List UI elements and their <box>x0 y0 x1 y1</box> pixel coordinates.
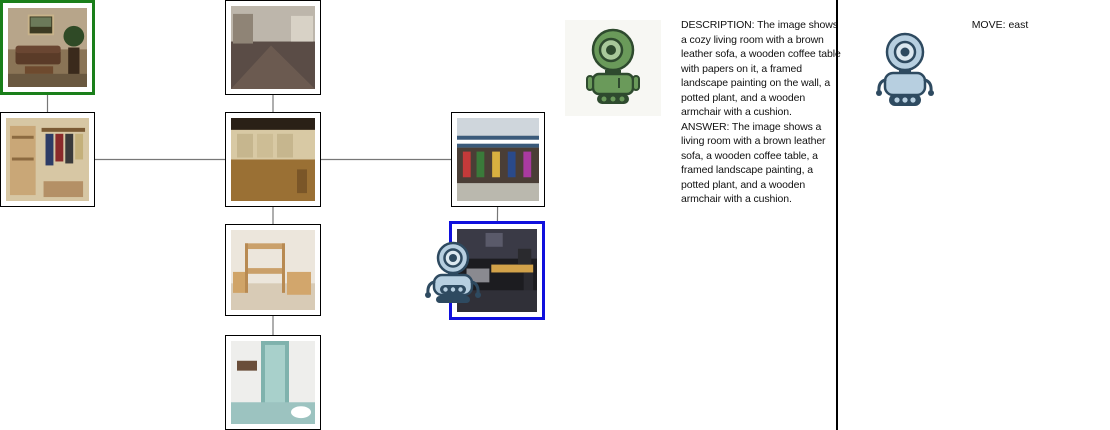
blue-robot-icon <box>875 30 935 108</box>
room-node-basement <box>225 0 321 95</box>
blue-robot-icon <box>424 240 482 304</box>
room-node-street-market <box>451 112 545 207</box>
room-node-bunk-bedroom <box>225 224 321 316</box>
closet-image <box>6 118 89 201</box>
living-room-image <box>8 8 87 87</box>
room-node-bathroom <box>225 335 321 430</box>
green-robot-icon <box>585 26 641 106</box>
room-node-closet <box>0 112 95 207</box>
panel-divider <box>836 0 838 430</box>
bunk-bedroom-image <box>231 230 315 310</box>
speaker-robot-panel <box>565 20 661 116</box>
room-node-living-room <box>0 0 95 95</box>
room-node-empty-hall <box>225 112 321 207</box>
bathroom-image <box>231 341 315 424</box>
basement-image <box>231 6 315 89</box>
navigation-graph <box>0 0 545 430</box>
street-market-image <box>457 118 539 201</box>
empty-hall-image <box>231 118 315 201</box>
description-answer-text: DESCRIPTION: The image shows a cozy livi… <box>681 19 841 205</box>
move-instruction: MOVE: east <box>971 19 1029 31</box>
room-node-studio <box>449 221 545 320</box>
